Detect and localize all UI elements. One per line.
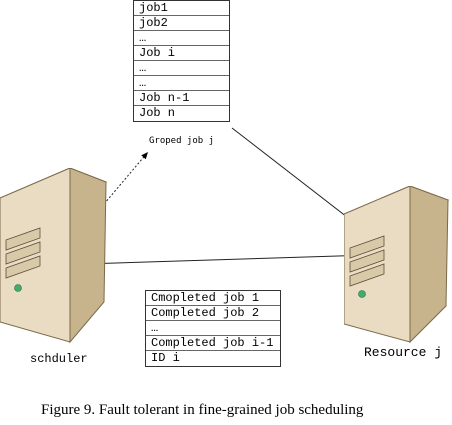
job-row: … [134,76,229,91]
grouped-job-label: Groped job j [149,136,215,146]
scheduler-label: schduler [30,352,88,366]
grouped-job-table: job1 job2 … Job i … … Job n-1 Job n [133,0,230,122]
resource-label: Resource j [364,345,443,360]
completed-row: Cmopleted job 1 [146,291,280,306]
job-row: Job n-1 [134,91,229,106]
completed-row: … [146,321,280,336]
scheduler-server-icon [0,168,108,344]
resource-server-icon [344,186,450,344]
completed-row: ID i [151,351,180,365]
completed-job-table: Cmopleted job 1 Completed job 2 … Comple… [145,290,281,367]
job-row: Job n [139,106,176,120]
job-row: … [134,61,229,76]
completed-row: Completed job i-1 [146,336,280,351]
figure-caption: Figure 9. Fault tolerant in fine-grained… [41,402,364,418]
completed-row: Completed job 2 [146,306,280,321]
job-row: job1 [134,1,229,16]
arrow-scheduler-resource-exchange [51,253,401,268]
job-row: job2 [134,16,229,31]
job-row: Job i [134,46,229,61]
job-row: … [134,31,229,46]
